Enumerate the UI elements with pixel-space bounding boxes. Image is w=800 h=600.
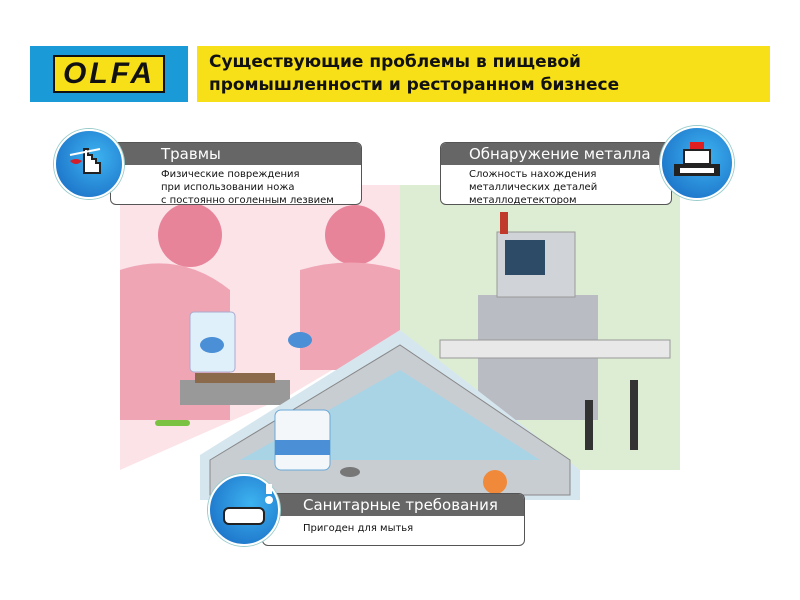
- orange-slice: [483, 470, 507, 494]
- hand-washing-icon: [208, 474, 280, 546]
- detector-screen: [505, 240, 545, 275]
- worker-head: [158, 203, 222, 267]
- conveyor-belt: [439, 339, 671, 359]
- card-title: Травмы: [111, 143, 361, 165]
- metal-detector-icon: [660, 126, 734, 200]
- card-title: Санитарные требования: [263, 494, 524, 516]
- olfa-logo: OLFA: [30, 46, 188, 102]
- metal-detection-card: Обнаружение металла Сложность нахождения…: [440, 142, 672, 205]
- card-title: Обнаружение металла: [441, 143, 671, 165]
- warning-light: [500, 212, 508, 234]
- injuries-card: Травмы Физические повреждения при исполь…: [110, 142, 362, 205]
- sanitary-card: Санитарные требования Пригоден для мытья: [262, 493, 525, 546]
- cut-finger-icon: [54, 129, 124, 199]
